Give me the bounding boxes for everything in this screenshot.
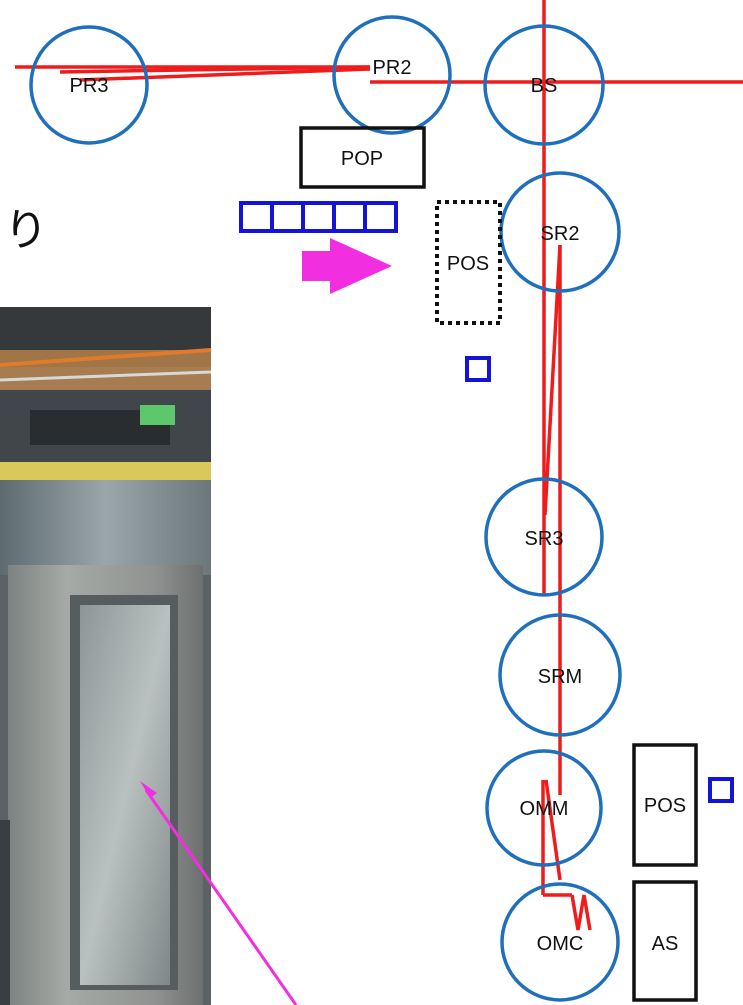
label-bs: BS	[531, 75, 558, 97]
label-omc: OMC	[537, 933, 584, 955]
mirror-pr2	[332, 15, 452, 135]
beam-path	[15, 0, 743, 931]
beam-pr3-fold-lower	[79, 67, 371, 82]
mirror-pr3	[29, 25, 149, 145]
label-pr2: PR2	[373, 57, 412, 79]
label-sr2: SR2	[541, 223, 580, 245]
mirror-sr3	[484, 477, 604, 597]
mirror-bs	[483, 24, 605, 146]
mirrors	[29, 15, 622, 1002]
blue-box-small-right	[708, 777, 734, 803]
mirror-labels: PR3 PR2 BS SR2 SR3 SRM OMM OMC	[70, 57, 584, 955]
blue-boxes	[239, 201, 734, 803]
mirror-omm	[485, 749, 603, 867]
mirror-sr2	[499, 171, 621, 293]
beam-sr2-sr3	[543, 244, 562, 516]
chamber-photo	[0, 307, 212, 1005]
beam-omc-zigzag	[570, 894, 592, 931]
label-pos: POS	[644, 795, 686, 817]
handwritten-glyph: り	[4, 205, 48, 256]
label-pos-dotted: POS	[447, 253, 489, 275]
label-pr3: PR3	[70, 75, 109, 97]
label-sr3: SR3	[525, 528, 564, 550]
magenta-arrow-right	[302, 238, 392, 294]
table-as	[632, 880, 698, 1002]
label-srm: SRM	[538, 666, 582, 688]
beam-pr3-fold-upper	[59, 65, 371, 74]
magenta-pointer-arrow	[140, 781, 298, 1005]
blue-box-small	[465, 356, 491, 382]
mirror-omc	[500, 882, 620, 1002]
label-pop: POP	[341, 148, 383, 170]
blue-box-array	[239, 201, 398, 233]
optical-tables: POP POS POS AS	[299, 126, 698, 1002]
mirror-srm	[498, 613, 622, 737]
label-omm: OMM	[520, 798, 569, 820]
table-pop	[299, 126, 426, 189]
table-pos-dotted	[435, 200, 502, 325]
label-as: AS	[652, 933, 679, 955]
table-pos	[632, 743, 698, 867]
